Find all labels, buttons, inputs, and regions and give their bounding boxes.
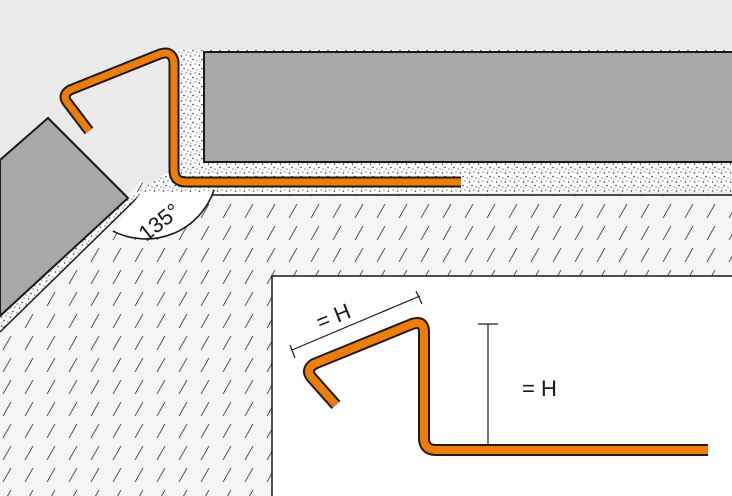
- tile-right: [203, 51, 732, 163]
- inset-detail: = H = H: [271, 275, 732, 496]
- inset-frame: [271, 275, 732, 496]
- profile-inset: [305, 319, 708, 454]
- tile-left: [0, 116, 130, 318]
- height-dimension-label: = H: [522, 376, 557, 401]
- profile-corner: [61, 49, 461, 186]
- height-dimension-line: [478, 323, 498, 446]
- angle-arc-line: [112, 189, 215, 240]
- leg-dimension-line: [289, 290, 423, 359]
- angle-arc-fill: [113, 190, 214, 239]
